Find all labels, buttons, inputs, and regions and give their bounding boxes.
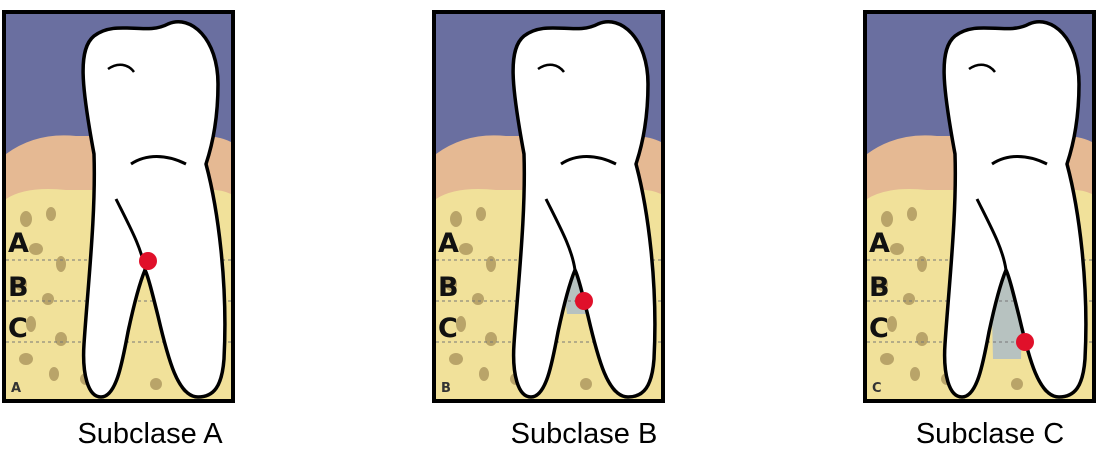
panel-corner-letter: A	[11, 381, 21, 396]
furcation-marker	[1016, 333, 1034, 351]
tooth-diagram: A B C C	[867, 14, 1092, 399]
panel-corner-letter: B	[441, 381, 451, 396]
level-label-c: C	[438, 313, 458, 344]
tooth-diagram: A B C B	[436, 14, 661, 399]
furcation-marker	[575, 292, 593, 310]
subclass-a-illustration: A B C A	[2, 10, 235, 403]
tooth-diagram: A B C A	[6, 14, 231, 399]
subclass-b-illustration: A B C B	[432, 10, 665, 403]
level-label-c: C	[8, 313, 28, 344]
level-label-b: B	[8, 272, 29, 303]
caption-subclass-a: Subclase A	[20, 420, 280, 449]
subclass-c-illustration: A B C C	[863, 10, 1096, 403]
level-label-b: B	[438, 272, 459, 303]
level-label-a: A	[8, 228, 29, 259]
caption-subclass-c: Subclase C	[860, 420, 1115, 449]
level-label-c: C	[869, 313, 889, 344]
level-label-a: A	[869, 228, 890, 259]
caption-subclass-b: Subclase B	[454, 420, 714, 449]
level-label-b: B	[869, 272, 890, 303]
level-label-a: A	[438, 228, 459, 259]
furcation-marker	[139, 252, 157, 270]
panel-corner-letter: C	[872, 381, 882, 396]
